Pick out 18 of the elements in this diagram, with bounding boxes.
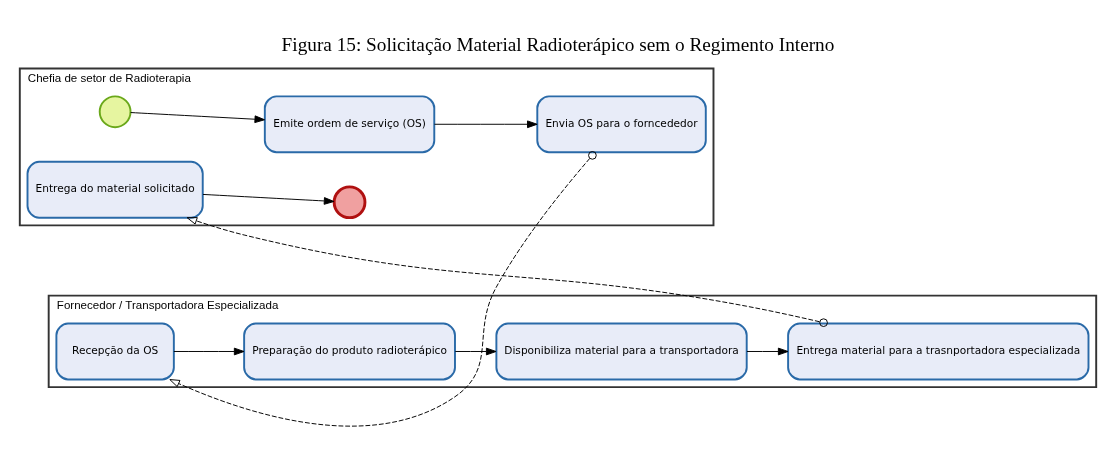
node-box: Recepção da OS xyxy=(55,322,175,380)
node-box: Preparação do produto radioterápico xyxy=(243,322,456,380)
node-circle xyxy=(98,94,132,128)
arrow xyxy=(130,111,266,123)
arrow xyxy=(746,347,789,355)
node-box: Entrega material para a trasnportadora especializada xyxy=(787,322,1090,380)
node-box: Envia OS para o forncededor xyxy=(536,94,707,153)
arrow xyxy=(186,216,828,327)
arrow xyxy=(173,347,245,355)
arrow xyxy=(202,193,335,205)
node-box: Entrega do material solicitado xyxy=(26,160,204,219)
arrow xyxy=(169,150,597,426)
arrow xyxy=(434,119,538,128)
diagram-title: Figura 15: Solicitação Material Radioterápico sem o Regimento Interno xyxy=(281,33,835,55)
arrow xyxy=(454,347,497,355)
node-box: Emite ordem de serviço (OS) xyxy=(263,94,436,153)
node-box: Disponibiliza material para a transportadora xyxy=(495,322,748,380)
node-circle xyxy=(332,184,367,219)
